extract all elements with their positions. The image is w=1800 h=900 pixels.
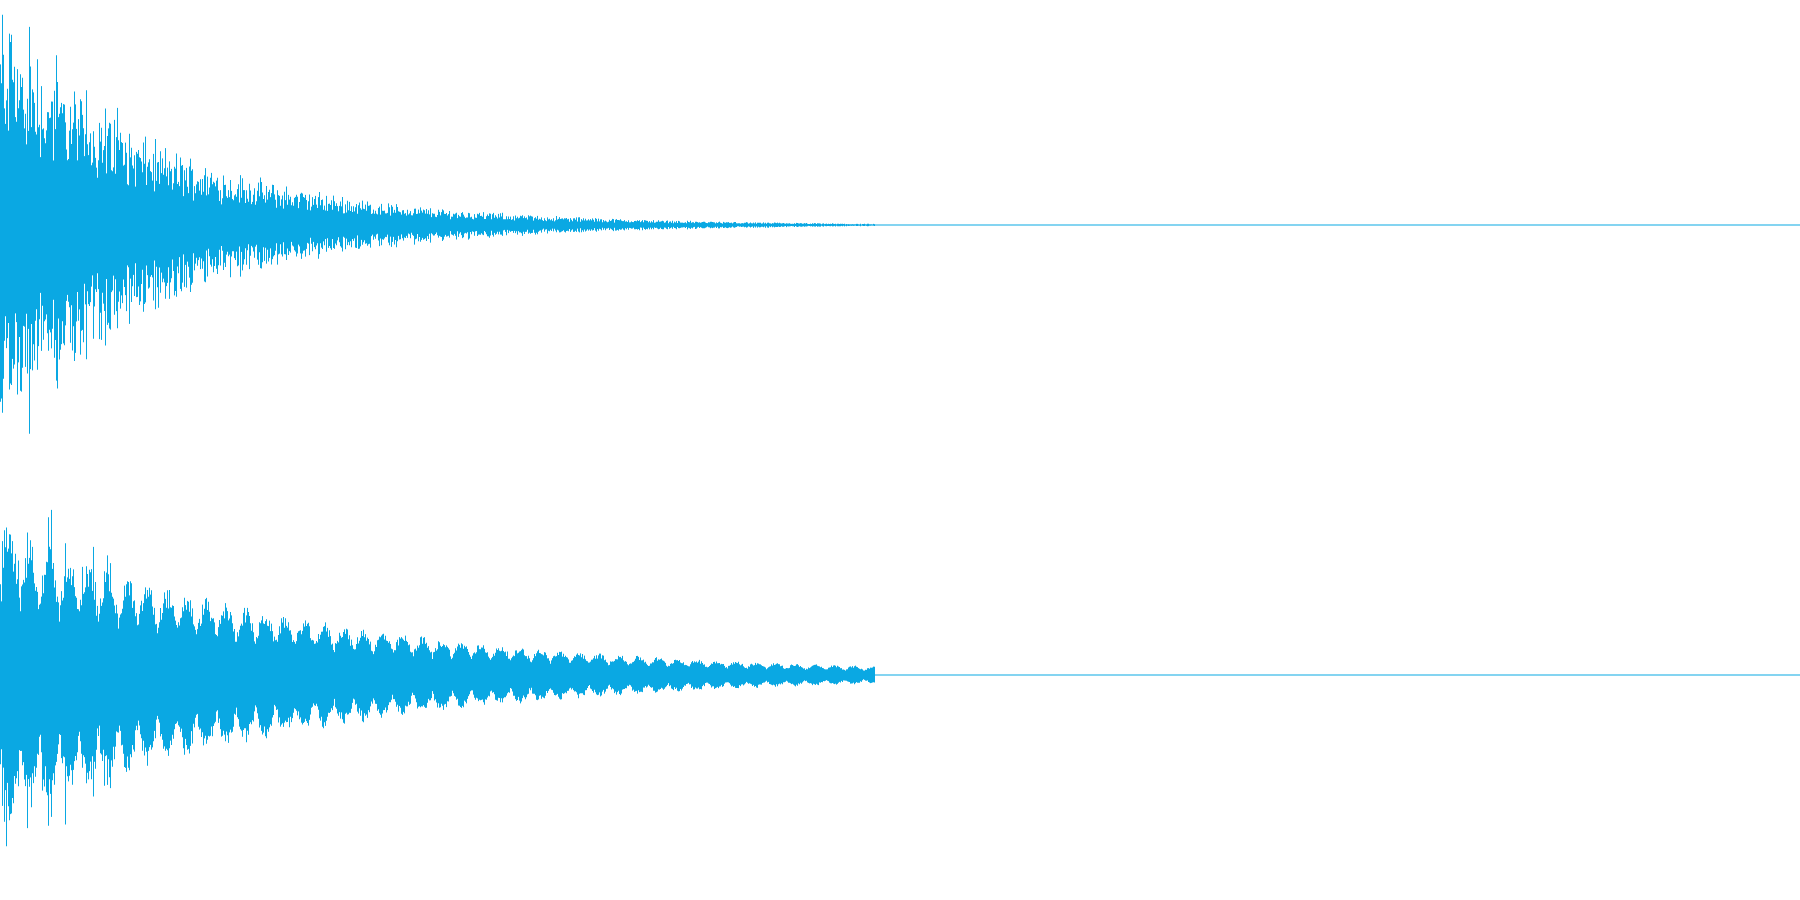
waveform-channel-1 (0, 14, 1800, 434)
waveform-channel-1-svg (0, 14, 1800, 434)
waveform-channel-2-svg (0, 509, 1800, 847)
waveform-channel-2 (0, 450, 1800, 900)
waveform-trace (0, 509, 875, 847)
waveform-trace (0, 14, 875, 434)
